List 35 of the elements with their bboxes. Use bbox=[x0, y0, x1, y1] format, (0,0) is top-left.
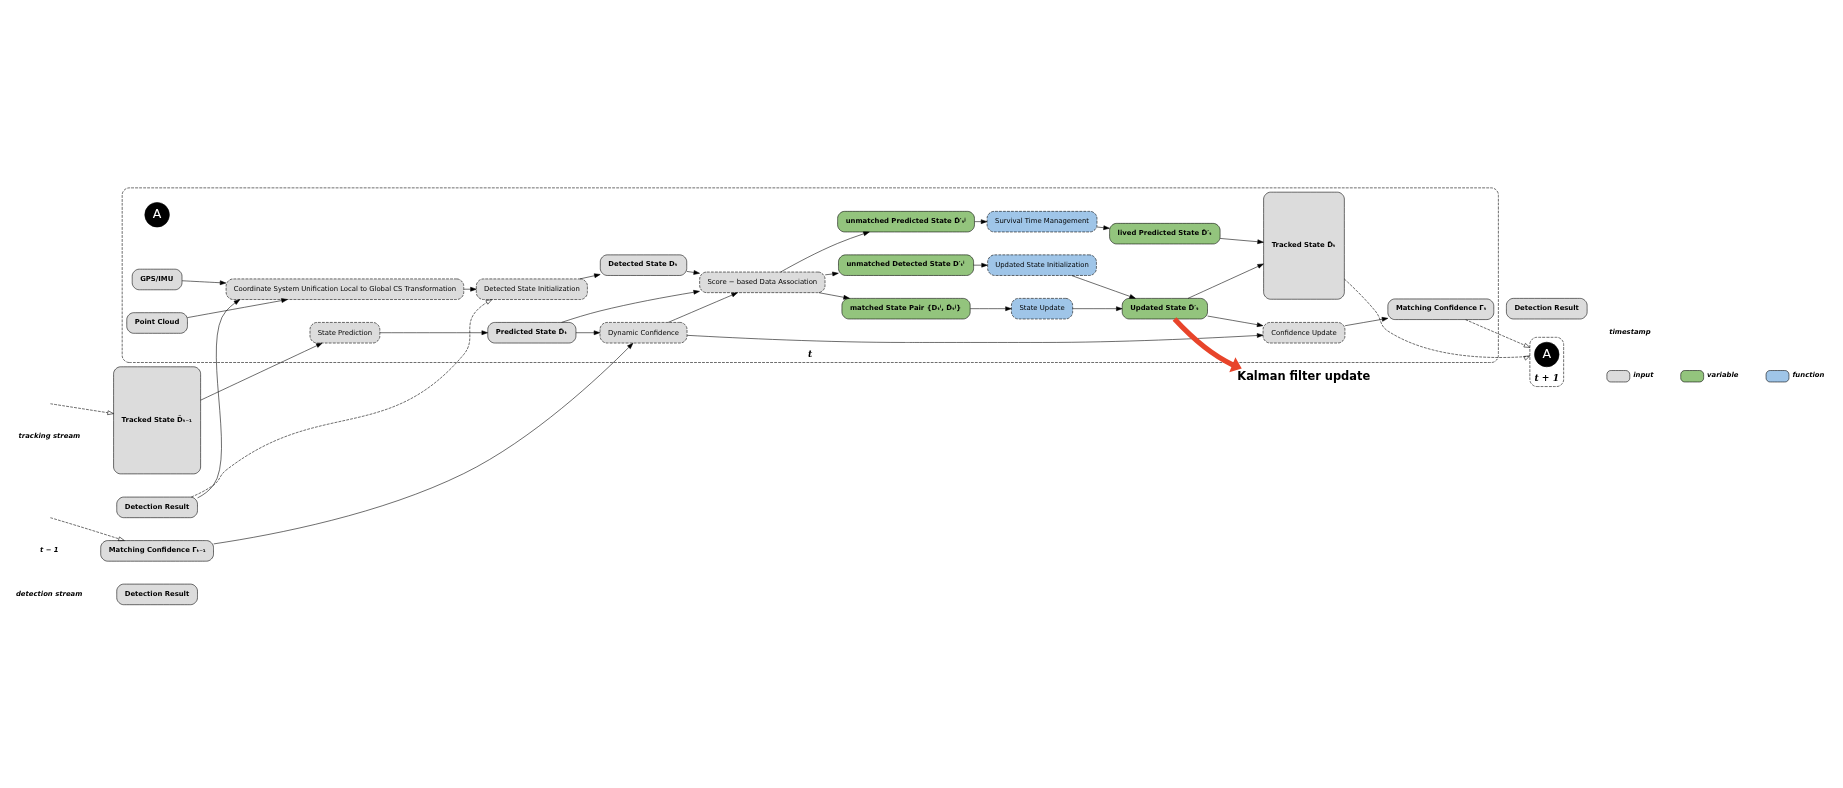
arrow bbox=[974, 219, 988, 224]
arrow bbox=[1071, 275, 1136, 299]
arrow bbox=[970, 306, 1012, 311]
arrow bbox=[824, 271, 839, 277]
arrow bbox=[1344, 317, 1389, 326]
arrow bbox=[213, 342, 634, 545]
arrow bbox=[667, 292, 738, 323]
arrow bbox=[973, 262, 988, 268]
arrow bbox=[50, 517, 125, 541]
node-circle: A bbox=[1534, 341, 1560, 368]
arrow bbox=[1187, 263, 1264, 299]
arrow bbox=[1219, 238, 1264, 244]
arrow bbox=[575, 330, 601, 336]
arrow bbox=[1465, 319, 1531, 348]
arrow bbox=[1072, 306, 1123, 311]
arrow bbox=[463, 286, 477, 292]
arrow bbox=[686, 333, 1264, 343]
arrow bbox=[200, 342, 323, 401]
arrow bbox=[561, 290, 700, 323]
arrow bbox=[1096, 225, 1110, 230]
arrow bbox=[1207, 315, 1264, 327]
arrow bbox=[818, 292, 850, 300]
node-text: Kalman filter update bbox=[1237, 368, 1371, 383]
node-circle: A bbox=[144, 202, 170, 228]
arrow bbox=[579, 273, 601, 280]
arrow bbox=[181, 280, 227, 286]
arrow bbox=[187, 298, 288, 318]
arrow bbox=[686, 270, 700, 275]
arrow bbox=[780, 231, 870, 273]
arrow bbox=[1344, 278, 1531, 361]
arrow bbox=[197, 299, 241, 499]
arrow bbox=[1172, 317, 1242, 373]
arrow bbox=[190, 299, 493, 498]
arrow bbox=[379, 330, 488, 336]
arrow bbox=[50, 403, 114, 415]
